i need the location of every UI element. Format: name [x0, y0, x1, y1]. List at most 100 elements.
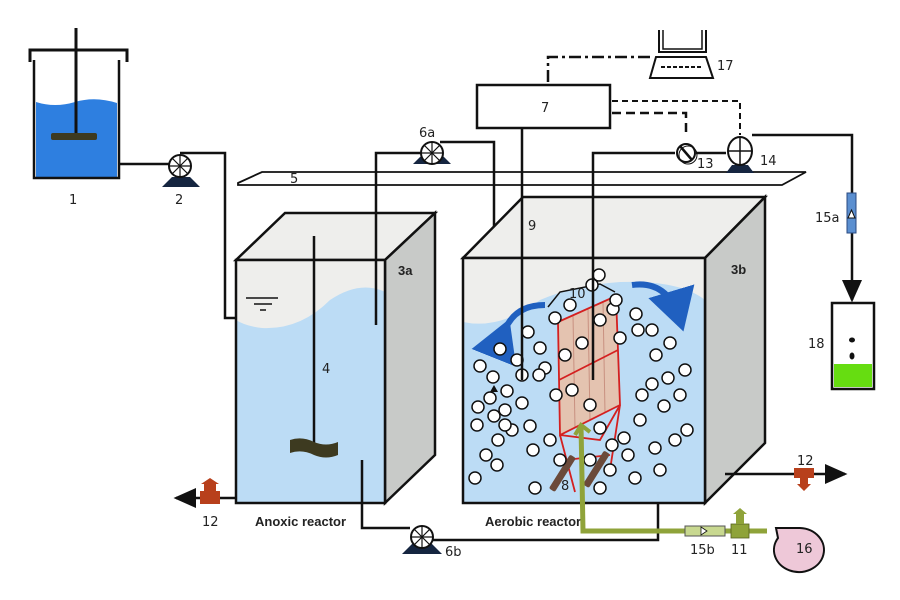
air-bubble — [558, 348, 572, 362]
air-bubble — [498, 403, 512, 417]
air-bubble — [491, 433, 505, 447]
air-bubble — [613, 331, 627, 345]
label-8: 8 — [561, 479, 569, 494]
air-bubble — [500, 384, 514, 398]
air-bubble — [470, 418, 484, 432]
flow-arrow-right — [631, 281, 695, 332]
air-bubble — [521, 325, 535, 339]
label-6b: 6b — [445, 545, 462, 560]
label-13: 13 — [697, 157, 714, 172]
air-bubble — [498, 418, 512, 432]
data-link-computer — [546, 55, 654, 82]
drain-valve-right[interactable] — [794, 468, 814, 491]
label-3b: 3b — [731, 262, 746, 277]
anoxic-headspace — [236, 260, 385, 329]
permeate-line — [591, 151, 675, 380]
air-bubble — [657, 399, 671, 413]
air-bubble — [473, 359, 487, 373]
air-bubble — [649, 348, 663, 362]
air-bubble — [628, 471, 642, 485]
air-bubble — [663, 336, 677, 350]
air-bubble — [583, 453, 597, 467]
air-flowmeter-15b — [684, 525, 726, 537]
air-valve[interactable] — [730, 508, 750, 539]
air-bubble — [593, 313, 607, 327]
recycle-pump-6a[interactable] — [413, 141, 451, 165]
air-bubble — [653, 463, 667, 477]
permeate-tank — [830, 301, 876, 391]
flowmeter-15a — [846, 192, 857, 234]
air-bubble — [565, 383, 579, 397]
label-17: 17 — [717, 59, 734, 74]
air-bubble — [563, 298, 577, 312]
air-bubble — [532, 368, 546, 382]
label-12-left: 12 — [202, 515, 219, 530]
label-7: 7 — [541, 101, 549, 116]
anoxic-caption: Anoxic reactor — [255, 514, 346, 529]
controller-box[interactable] — [475, 83, 612, 130]
label-15b: 15b — [690, 543, 715, 558]
air-bubble — [645, 323, 659, 337]
air-bubble — [629, 307, 643, 321]
air-bubble — [553, 453, 567, 467]
air-bubble — [523, 419, 537, 433]
recycle-inlet-tip — [490, 385, 498, 392]
air-bubble — [575, 336, 589, 350]
membrane-module — [547, 283, 621, 493]
air-bubble — [661, 371, 675, 385]
air-bubble — [593, 481, 607, 495]
drain-valve-left[interactable] — [200, 478, 220, 504]
air-bubble — [621, 448, 635, 462]
air-bubble — [487, 409, 501, 423]
air-bubble — [635, 388, 649, 402]
label-12-right: 12 — [797, 454, 814, 469]
air-bubble — [645, 377, 659, 391]
computer[interactable] — [648, 30, 715, 79]
air-bubble — [678, 363, 692, 377]
feed-tank — [28, 28, 129, 180]
label-14: 14 — [760, 154, 777, 169]
flow-arrow-left — [471, 302, 546, 367]
anoxic-tank-side — [383, 210, 437, 506]
anoxic-tank-front — [234, 258, 387, 505]
air-bubbles — [468, 268, 694, 495]
air-bubble — [605, 438, 619, 452]
blower[interactable] — [773, 527, 825, 573]
air-bubble — [593, 421, 607, 435]
air-bubble — [668, 433, 682, 447]
label-11: 11 — [731, 543, 748, 558]
air-bubble — [486, 370, 500, 384]
label-6a: 6a — [419, 126, 435, 141]
label-5: 5 — [290, 172, 298, 187]
aerobic-caption: Aerobic reactor — [485, 514, 581, 529]
air-bubble — [609, 293, 623, 307]
air-bubble — [526, 443, 540, 457]
air-bubble — [648, 441, 662, 455]
air-bubble — [617, 431, 631, 445]
label-3a: 3a — [398, 263, 413, 278]
label-2: 2 — [175, 193, 183, 208]
transfer-pump-6b[interactable] — [402, 525, 442, 554]
droplet-icon — [849, 352, 855, 360]
air-bubble — [633, 413, 647, 427]
label-10: 10 — [569, 287, 586, 302]
air-bubble — [471, 400, 485, 414]
anoxic-tank — [232, 210, 439, 506]
feed-tank-lid — [28, 48, 129, 62]
diffuser — [549, 451, 610, 492]
air-bubble — [533, 341, 547, 355]
pressure-gauge[interactable] — [676, 143, 698, 165]
air-bubble — [528, 481, 542, 495]
permeate-pump[interactable] — [726, 136, 754, 173]
air-bubble — [603, 463, 617, 477]
control-line-gauge13 — [612, 111, 688, 137]
air-bubble — [680, 423, 694, 437]
air-bubble — [549, 388, 563, 402]
air-bubble — [490, 458, 504, 472]
feed-mixer-paddle — [51, 133, 97, 140]
droplet-icon — [849, 337, 855, 343]
label-16: 16 — [796, 542, 813, 557]
feed-pump[interactable] — [162, 154, 200, 187]
air-bubble — [479, 448, 493, 462]
